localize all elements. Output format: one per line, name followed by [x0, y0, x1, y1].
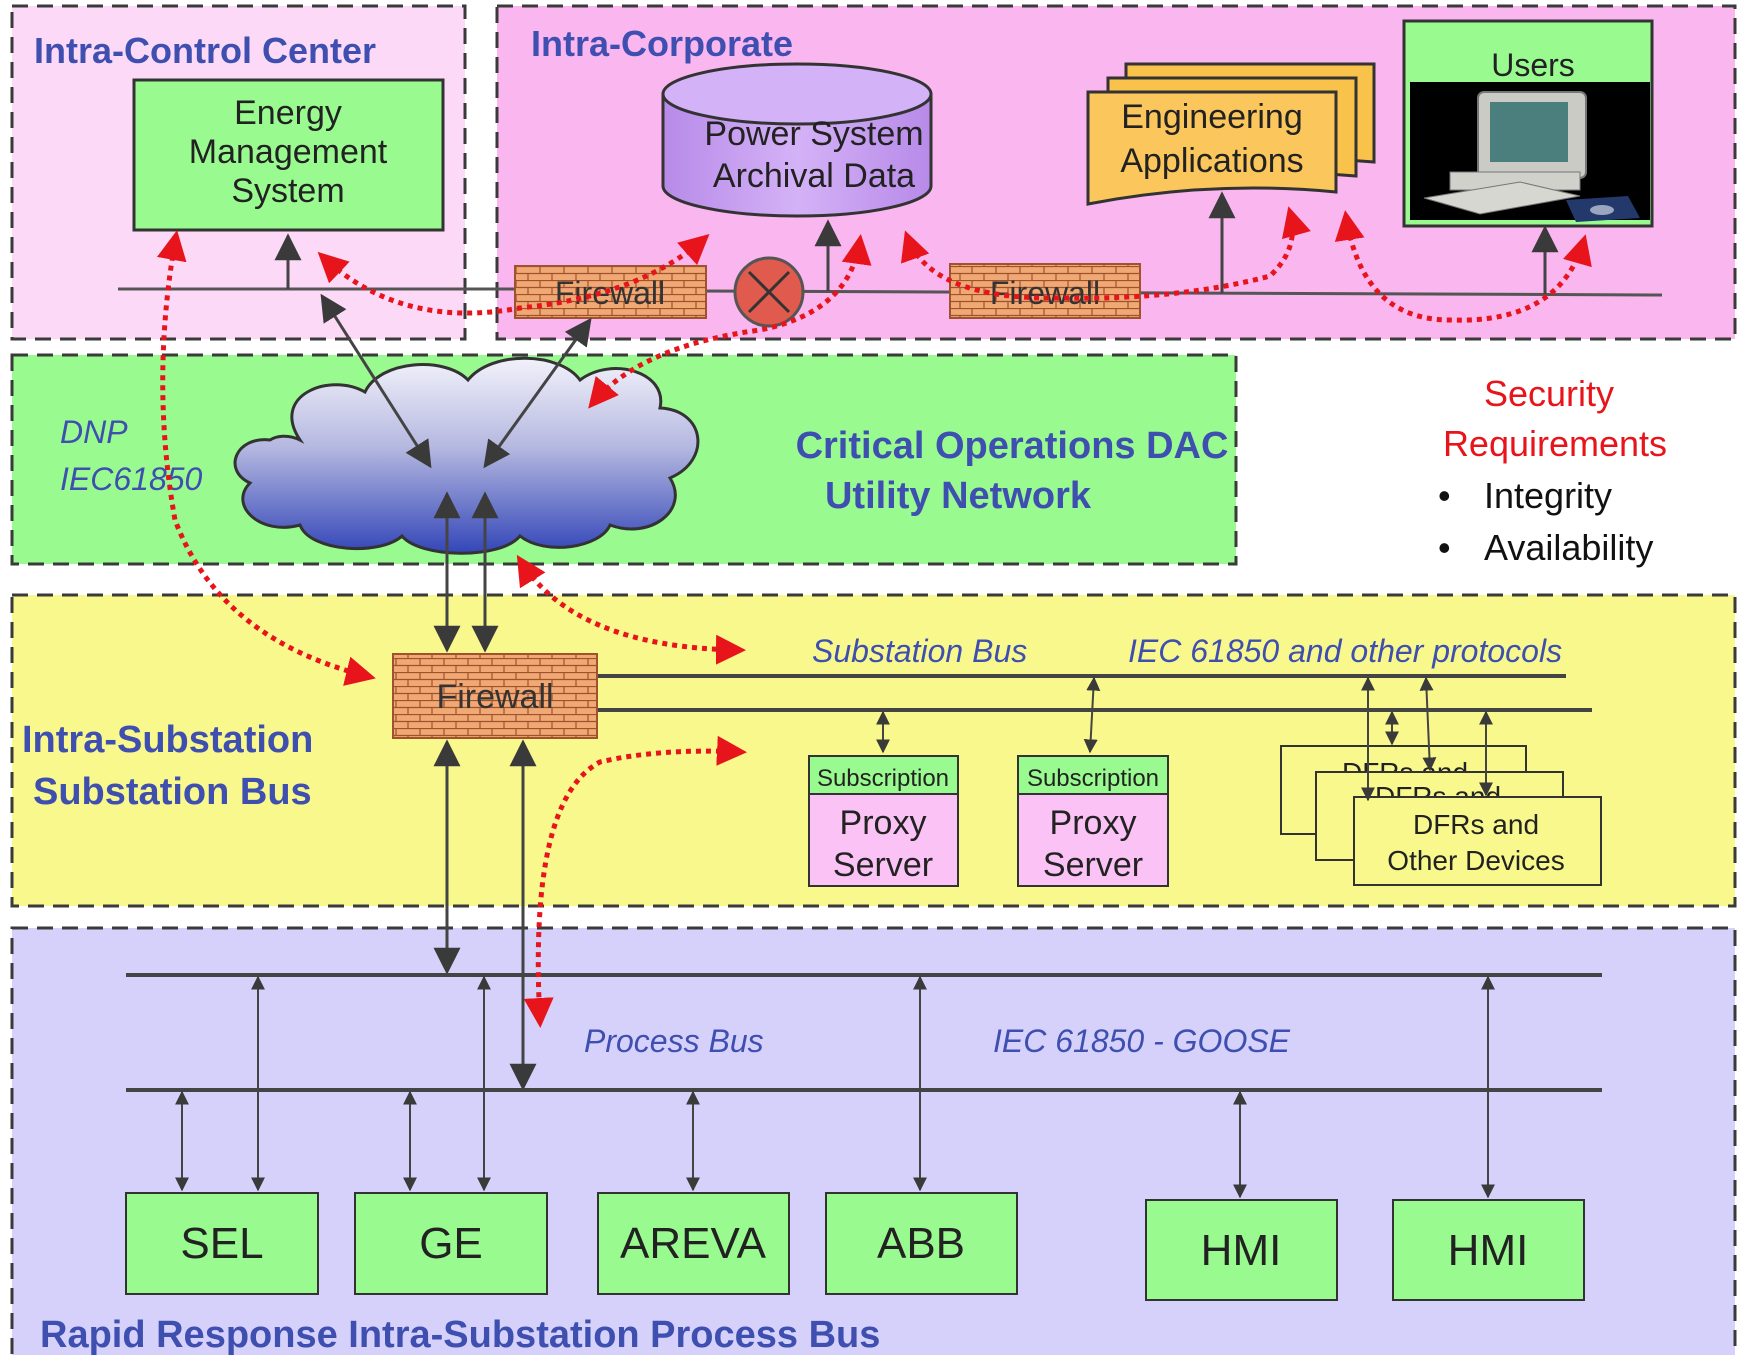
- ems-box: [132, 78, 445, 232]
- firewall-to-cloud-link: [483, 317, 592, 469]
- proxy-server-2: [1017, 793, 1169, 887]
- device-sel-label: SEL: [180, 1219, 263, 1268]
- device-sel: [125, 1192, 319, 1295]
- device-areva-label: AREVA: [620, 1219, 767, 1268]
- proxy-2-link: [1083, 676, 1101, 754]
- zone-title-corporate: Intra-Corporate: [531, 23, 793, 64]
- eng-apps-label-1: Engineering: [1121, 98, 1302, 136]
- device-hmi-1-label: HMI: [1201, 1226, 1282, 1275]
- blocked-connection-icon: [733, 256, 805, 328]
- proxy-server-2-header: [1017, 755, 1169, 795]
- proxy-server-1-label-1: Proxy: [840, 804, 927, 842]
- zone-title-process-bus: Rapid Response Intra-Substation Process …: [40, 1314, 880, 1355]
- firewall-corporate: [949, 263, 1141, 319]
- protocol-label-dnp: DNP: [60, 414, 128, 450]
- device-abb-label: ABB: [877, 1219, 965, 1268]
- eng-apps-label-2: Applications: [1120, 142, 1303, 180]
- goose-label: IEC 61850 - GOOSE: [993, 1023, 1291, 1059]
- users-label: Users: [1491, 47, 1575, 83]
- firewall-substation: [392, 653, 598, 739]
- threat-path-eng-apps-to-users: [1334, 210, 1592, 323]
- archive-database-icon: [661, 62, 933, 218]
- proxy-server-1-header: [808, 755, 959, 795]
- threat-path-archive-to-eng-apps: [901, 206, 1311, 301]
- proxy-server-1-subscription: Subscription: [817, 765, 949, 792]
- security-item-integrity: Integrity: [1484, 475, 1612, 516]
- proxy-server-2-subscription: Subscription: [1027, 765, 1159, 792]
- threat-path-ems-to-substation-firewall: [156, 230, 376, 686]
- proxy-server-2-label-1: Proxy: [1050, 804, 1137, 842]
- archive-label-2: Archival Data: [713, 157, 915, 195]
- device-ge-label: GE: [419, 1219, 483, 1268]
- ems-label-1: Energy: [234, 94, 342, 132]
- security-item-availability: Availability: [1484, 527, 1653, 568]
- dfr-front-label-1: DFRs and: [1413, 809, 1539, 840]
- firewall-label-1: Firewall: [555, 275, 665, 311]
- security-title-1: Security: [1484, 373, 1614, 414]
- proxy-server-2-label-2: Server: [1043, 846, 1143, 884]
- substation-protocols-label: IEC 61850 and other protocols: [1128, 633, 1562, 669]
- dfr-link-3: [1419, 676, 1437, 772]
- threat-path-substation-to-process-bus: [523, 735, 747, 1028]
- zone-title-substation-line2: Substation Bus: [33, 771, 312, 813]
- archive-label-1: Power System: [704, 115, 923, 153]
- dfr-device-front: [1353, 796, 1602, 886]
- dfr-front-label-2: Other Devices: [1387, 845, 1564, 876]
- zone-title-substation-line1: Intra-Substation: [22, 719, 313, 761]
- device-ge: [354, 1192, 548, 1295]
- security-bullet-2: •: [1438, 527, 1451, 568]
- substation-bus-label: Substation Bus: [812, 633, 1027, 669]
- computer-icon: [1423, 91, 1640, 222]
- engineering-applications-icon: [1086, 62, 1376, 206]
- security-title-2: Requirements: [1443, 423, 1667, 464]
- proxy-server-1: [808, 793, 959, 887]
- protocol-label-iec61850: IEC61850: [60, 461, 203, 497]
- device-areva: [597, 1192, 790, 1295]
- device-abb: [825, 1192, 1018, 1295]
- proxy-server-1-label-2: Server: [833, 846, 933, 884]
- ems-label-3: System: [231, 172, 344, 210]
- process-bus-label: Process Bus: [584, 1023, 764, 1059]
- ems-label-2: Management: [189, 133, 388, 171]
- firewall-label-3: Firewall: [436, 678, 553, 716]
- security-bullet-1: •: [1438, 475, 1451, 516]
- zone-title-control-center: Intra-Control Center: [34, 30, 376, 71]
- firewall-label-2: Firewall: [990, 275, 1100, 311]
- device-hmi-1: [1145, 1199, 1338, 1301]
- zone-title-dac-line2: Utility Network: [825, 475, 1092, 517]
- zone-title-dac-line1: Critical Operations DAC: [796, 425, 1229, 467]
- device-hmi-2: [1392, 1199, 1585, 1301]
- device-hmi-2-label: HMI: [1448, 1226, 1529, 1275]
